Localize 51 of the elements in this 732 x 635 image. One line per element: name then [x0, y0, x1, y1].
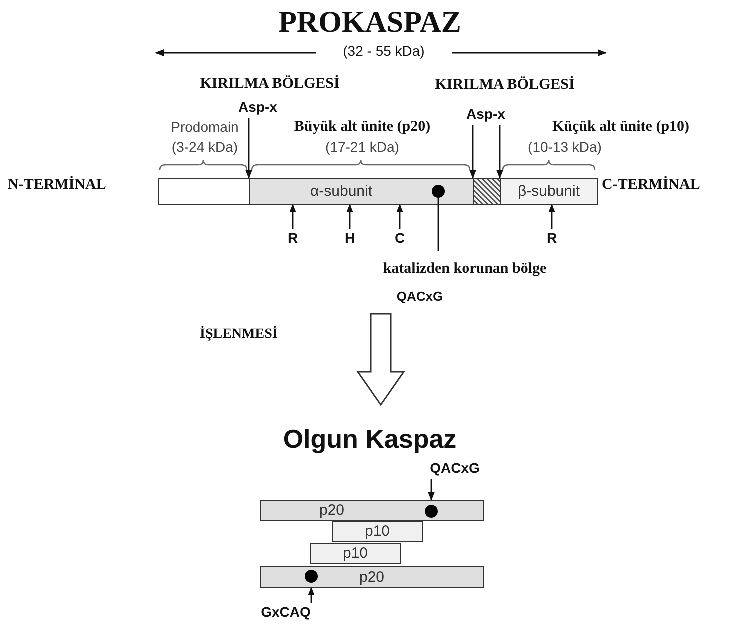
domain-name: Prodomain	[170, 119, 240, 135]
motif-label: QACxG	[420, 460, 490, 478]
residue-label: R	[542, 230, 562, 248]
arrow	[246, 118, 252, 179]
terminus-label: C-TERMİNAL	[602, 177, 702, 194]
linker-segment	[473, 178, 501, 205]
segment-label: α-subunit	[310, 183, 373, 200]
segment-label: p10	[364, 523, 390, 540]
cleavage-residue-label: Asp-x	[456, 106, 516, 124]
leader-line	[438, 198, 440, 251]
section-heading: Olgun Kaspaz	[282, 424, 458, 455]
arrow	[496, 125, 504, 179]
mass-range-label: (3-24 kDa)	[170, 139, 240, 155]
p10-subunit-bar	[310, 543, 401, 564]
alpha-subunit-segment	[249, 178, 474, 205]
title: PROKASPAZ	[278, 6, 462, 40]
arrow	[346, 204, 354, 229]
segment-label: β-subunit	[518, 183, 580, 200]
mass-range-label: (17-21 kDa)	[324, 139, 400, 155]
arrow	[548, 204, 556, 229]
arrow	[428, 479, 435, 501]
arrow	[290, 204, 296, 229]
cleavage-site-label: KIRILMA BÖLGESİ	[434, 77, 576, 94]
terminus-label: N-TERMİNAL	[8, 177, 108, 194]
residue-label: H	[340, 230, 360, 248]
segment-label: p10	[342, 545, 368, 562]
mass-range-label: (32 - 55 kDa)	[342, 43, 426, 59]
arrow	[470, 125, 476, 179]
region-label: katalizden korunan bölge	[330, 261, 600, 283]
residue-label: C	[390, 230, 410, 248]
prodomain-segment	[158, 178, 250, 205]
process-label: İŞLENMESİ	[200, 327, 279, 343]
segment-label: p20	[319, 502, 345, 519]
subunit-heading: Küçük alt ünite (p10)	[551, 119, 691, 136]
beta-subunit-segment	[500, 178, 598, 205]
p10-subunit-bar	[332, 521, 423, 542]
motif-label: QACxG	[396, 289, 444, 304]
mass-range-label: (10-13 kDa)	[527, 139, 603, 155]
catalytic-site-dot	[304, 570, 318, 582]
cleavage-site-label: KIRILMA BÖLGESİ	[199, 76, 341, 93]
cleavage-residue-label: Asp-x	[228, 99, 288, 117]
arrow	[308, 587, 315, 603]
motif-label: GxCAQ	[250, 604, 322, 622]
segment-label: p20	[359, 568, 385, 586]
residue-label: R	[283, 230, 303, 248]
catalytic-site-dot	[432, 184, 444, 198]
p20-subunit-bar	[260, 500, 484, 521]
subunit-heading: Büyük alt ünite (p20)	[293, 119, 432, 136]
catalytic-site-dot	[424, 504, 438, 518]
arrow	[396, 204, 404, 229]
p20-subunit-bar	[260, 566, 484, 588]
